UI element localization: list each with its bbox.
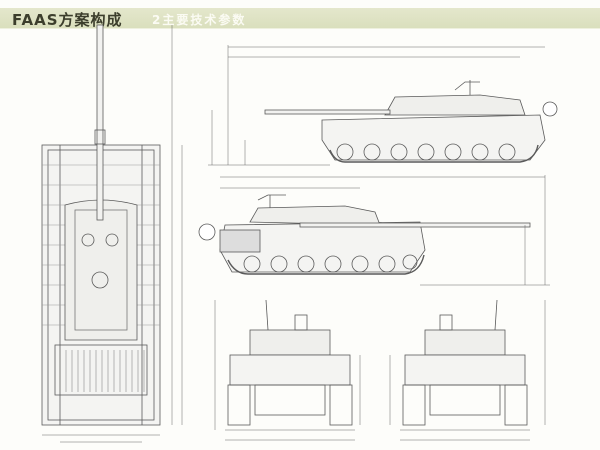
page-subtitle: 2主要技术参数 <box>152 13 247 27</box>
rear-view <box>389 299 546 441</box>
front-view <box>214 299 361 441</box>
turret <box>384 94 526 116</box>
gun-barrel <box>264 109 391 115</box>
turret-outline <box>64 199 138 341</box>
turret <box>249 205 381 226</box>
side-view-gun-right <box>198 175 550 286</box>
gun-barrel <box>96 24 104 221</box>
engine-deck <box>54 344 148 396</box>
gun-barrel <box>299 222 531 228</box>
page-title: FAAS方案构成 <box>12 11 123 29</box>
road-wheels <box>336 143 516 161</box>
rear-armor-block <box>219 229 261 253</box>
road-wheels <box>243 254 418 273</box>
side-view-gun-left <box>208 45 558 166</box>
top-view <box>41 24 183 443</box>
header-band <box>0 8 600 29</box>
dimension-lines <box>42 25 183 443</box>
